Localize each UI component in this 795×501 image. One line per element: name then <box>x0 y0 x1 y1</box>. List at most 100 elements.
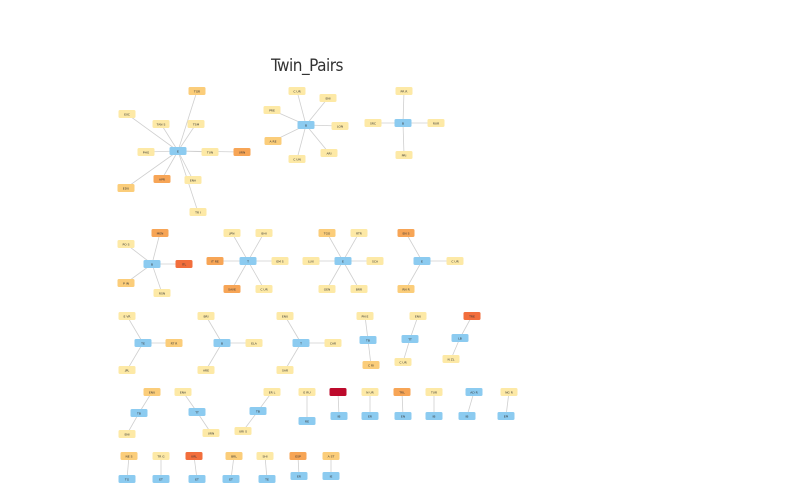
leaf-node-box <box>187 120 205 128</box>
edge <box>126 315 144 344</box>
hub-node-label: IB <box>338 414 341 418</box>
hub-node-box <box>249 407 267 415</box>
leaf-node-label: TGR <box>193 89 200 93</box>
leaf-node-label: PRE <box>269 108 275 112</box>
leaf-node: JPN <box>223 229 241 237</box>
leaf-node-label: BHI <box>261 231 266 235</box>
leaf-node: ENA <box>184 176 202 184</box>
leaf-node-label: BRR <box>356 287 362 291</box>
leaf-node: NE S <box>120 452 138 460</box>
hub-node-label: IB <box>433 414 436 418</box>
leaf-node-box <box>320 149 338 157</box>
leaf-node-label: URL <box>191 454 197 458</box>
leaf-node-label: NG R <box>505 390 513 394</box>
leaf-node: ARI <box>320 149 338 157</box>
leaf-node: LON <box>331 122 349 130</box>
leaf-node-label: ENU <box>415 314 421 318</box>
hub-node: B <box>297 121 315 129</box>
leaf-node: ENI <box>118 430 136 438</box>
hub-node-label: T <box>299 341 302 345</box>
leaf-node-label: E RU <box>303 390 310 394</box>
leaf-node-box <box>188 87 206 95</box>
hub-node-box <box>451 334 469 342</box>
leaf-node-label: C UR <box>293 89 300 93</box>
edge <box>367 339 372 366</box>
leaf-node-label: ENI <box>124 432 129 436</box>
hub-node: B <box>143 260 161 268</box>
edge <box>247 232 265 262</box>
hub-node-box <box>152 475 170 483</box>
leaf-node-box <box>318 285 336 293</box>
hub-node: B <box>213 339 231 347</box>
edge <box>305 124 330 154</box>
leaf-node-box <box>395 151 413 159</box>
leaf-node: URI S <box>234 427 252 435</box>
leaf-node-label: ER L <box>269 390 276 394</box>
leaf-node-label: SHI <box>262 454 267 458</box>
leaf-node-box <box>234 427 252 435</box>
leaf-node-label: RN R <box>402 287 409 291</box>
leaf-node: TGR <box>188 87 206 95</box>
leaf-node: A RE <box>264 137 282 145</box>
leaf-node-label: EDU <box>123 186 129 190</box>
leaf-node: EXC <box>118 110 136 118</box>
hub-node: T <box>239 257 257 265</box>
leaf-node-box <box>271 257 289 265</box>
leaf-node-label: A ST <box>328 454 335 458</box>
hub-node: T <box>292 339 310 347</box>
leaf-node-box <box>153 175 171 183</box>
leaf-node-box <box>361 388 379 396</box>
hub-node-box <box>298 417 316 425</box>
leaf-node-box <box>331 122 349 130</box>
hub-node-box <box>292 339 310 347</box>
hub-node-box <box>334 257 352 265</box>
hub-node-box <box>497 412 515 420</box>
hub-node: AD R <box>465 388 483 396</box>
hub-node-label: B <box>151 262 153 266</box>
leaf-node: ESP <box>289 452 307 460</box>
leaf-node-label: E VR <box>124 314 131 318</box>
leaf-node-box <box>288 87 306 95</box>
leaf-node-box <box>318 229 336 237</box>
leaf-node-box <box>223 229 241 237</box>
leaf-node: JPL <box>118 366 136 374</box>
hub-node: RE <box>298 417 316 425</box>
leaf-node-box <box>118 110 136 118</box>
leaf-node-label: RUR <box>433 121 439 125</box>
leaf-node-box <box>263 388 281 396</box>
leaf-node: LUX <box>302 257 320 265</box>
edge <box>151 263 163 294</box>
leaf-node: A ST <box>322 452 340 460</box>
leaf-node: NG R <box>500 388 518 396</box>
leaf-node: RUR <box>427 119 445 127</box>
leaf-node-box <box>137 148 155 156</box>
leaf-node: TR G <box>152 452 170 460</box>
leaf-node-label: ARI <box>326 151 331 155</box>
leaf-node-box <box>117 240 135 248</box>
leaf-node-box <box>255 229 273 237</box>
hub-node-label: ET <box>159 477 163 481</box>
leaf-node-box <box>394 358 412 366</box>
leaf-node: P IN <box>117 279 135 287</box>
leaf-node-box <box>397 285 415 293</box>
edge <box>126 113 179 152</box>
hub-node: TT <box>401 335 419 343</box>
edge <box>342 260 360 290</box>
leaf-node-box <box>189 208 207 216</box>
leaf-node-box <box>298 388 316 396</box>
leaf-node: TUR <box>425 388 443 396</box>
hub-node-box <box>143 260 161 268</box>
leaf-node-label: C UR <box>399 360 406 364</box>
hub-node-box <box>130 409 148 417</box>
leaf-node-label: TRE <box>468 314 475 318</box>
leaf-node: EDU <box>117 184 135 192</box>
hub-node: TB <box>359 336 377 344</box>
hub-node: ER <box>290 472 308 480</box>
leaf-node-label: PRI <box>402 153 407 157</box>
leaf-node: EM S <box>271 257 289 265</box>
leaf-node-box <box>288 155 306 163</box>
edge <box>160 123 179 152</box>
leaf-node-label: URN <box>239 150 246 154</box>
leaf-node-label: N UR <box>366 390 373 394</box>
leaf-node: SHI <box>256 452 274 460</box>
